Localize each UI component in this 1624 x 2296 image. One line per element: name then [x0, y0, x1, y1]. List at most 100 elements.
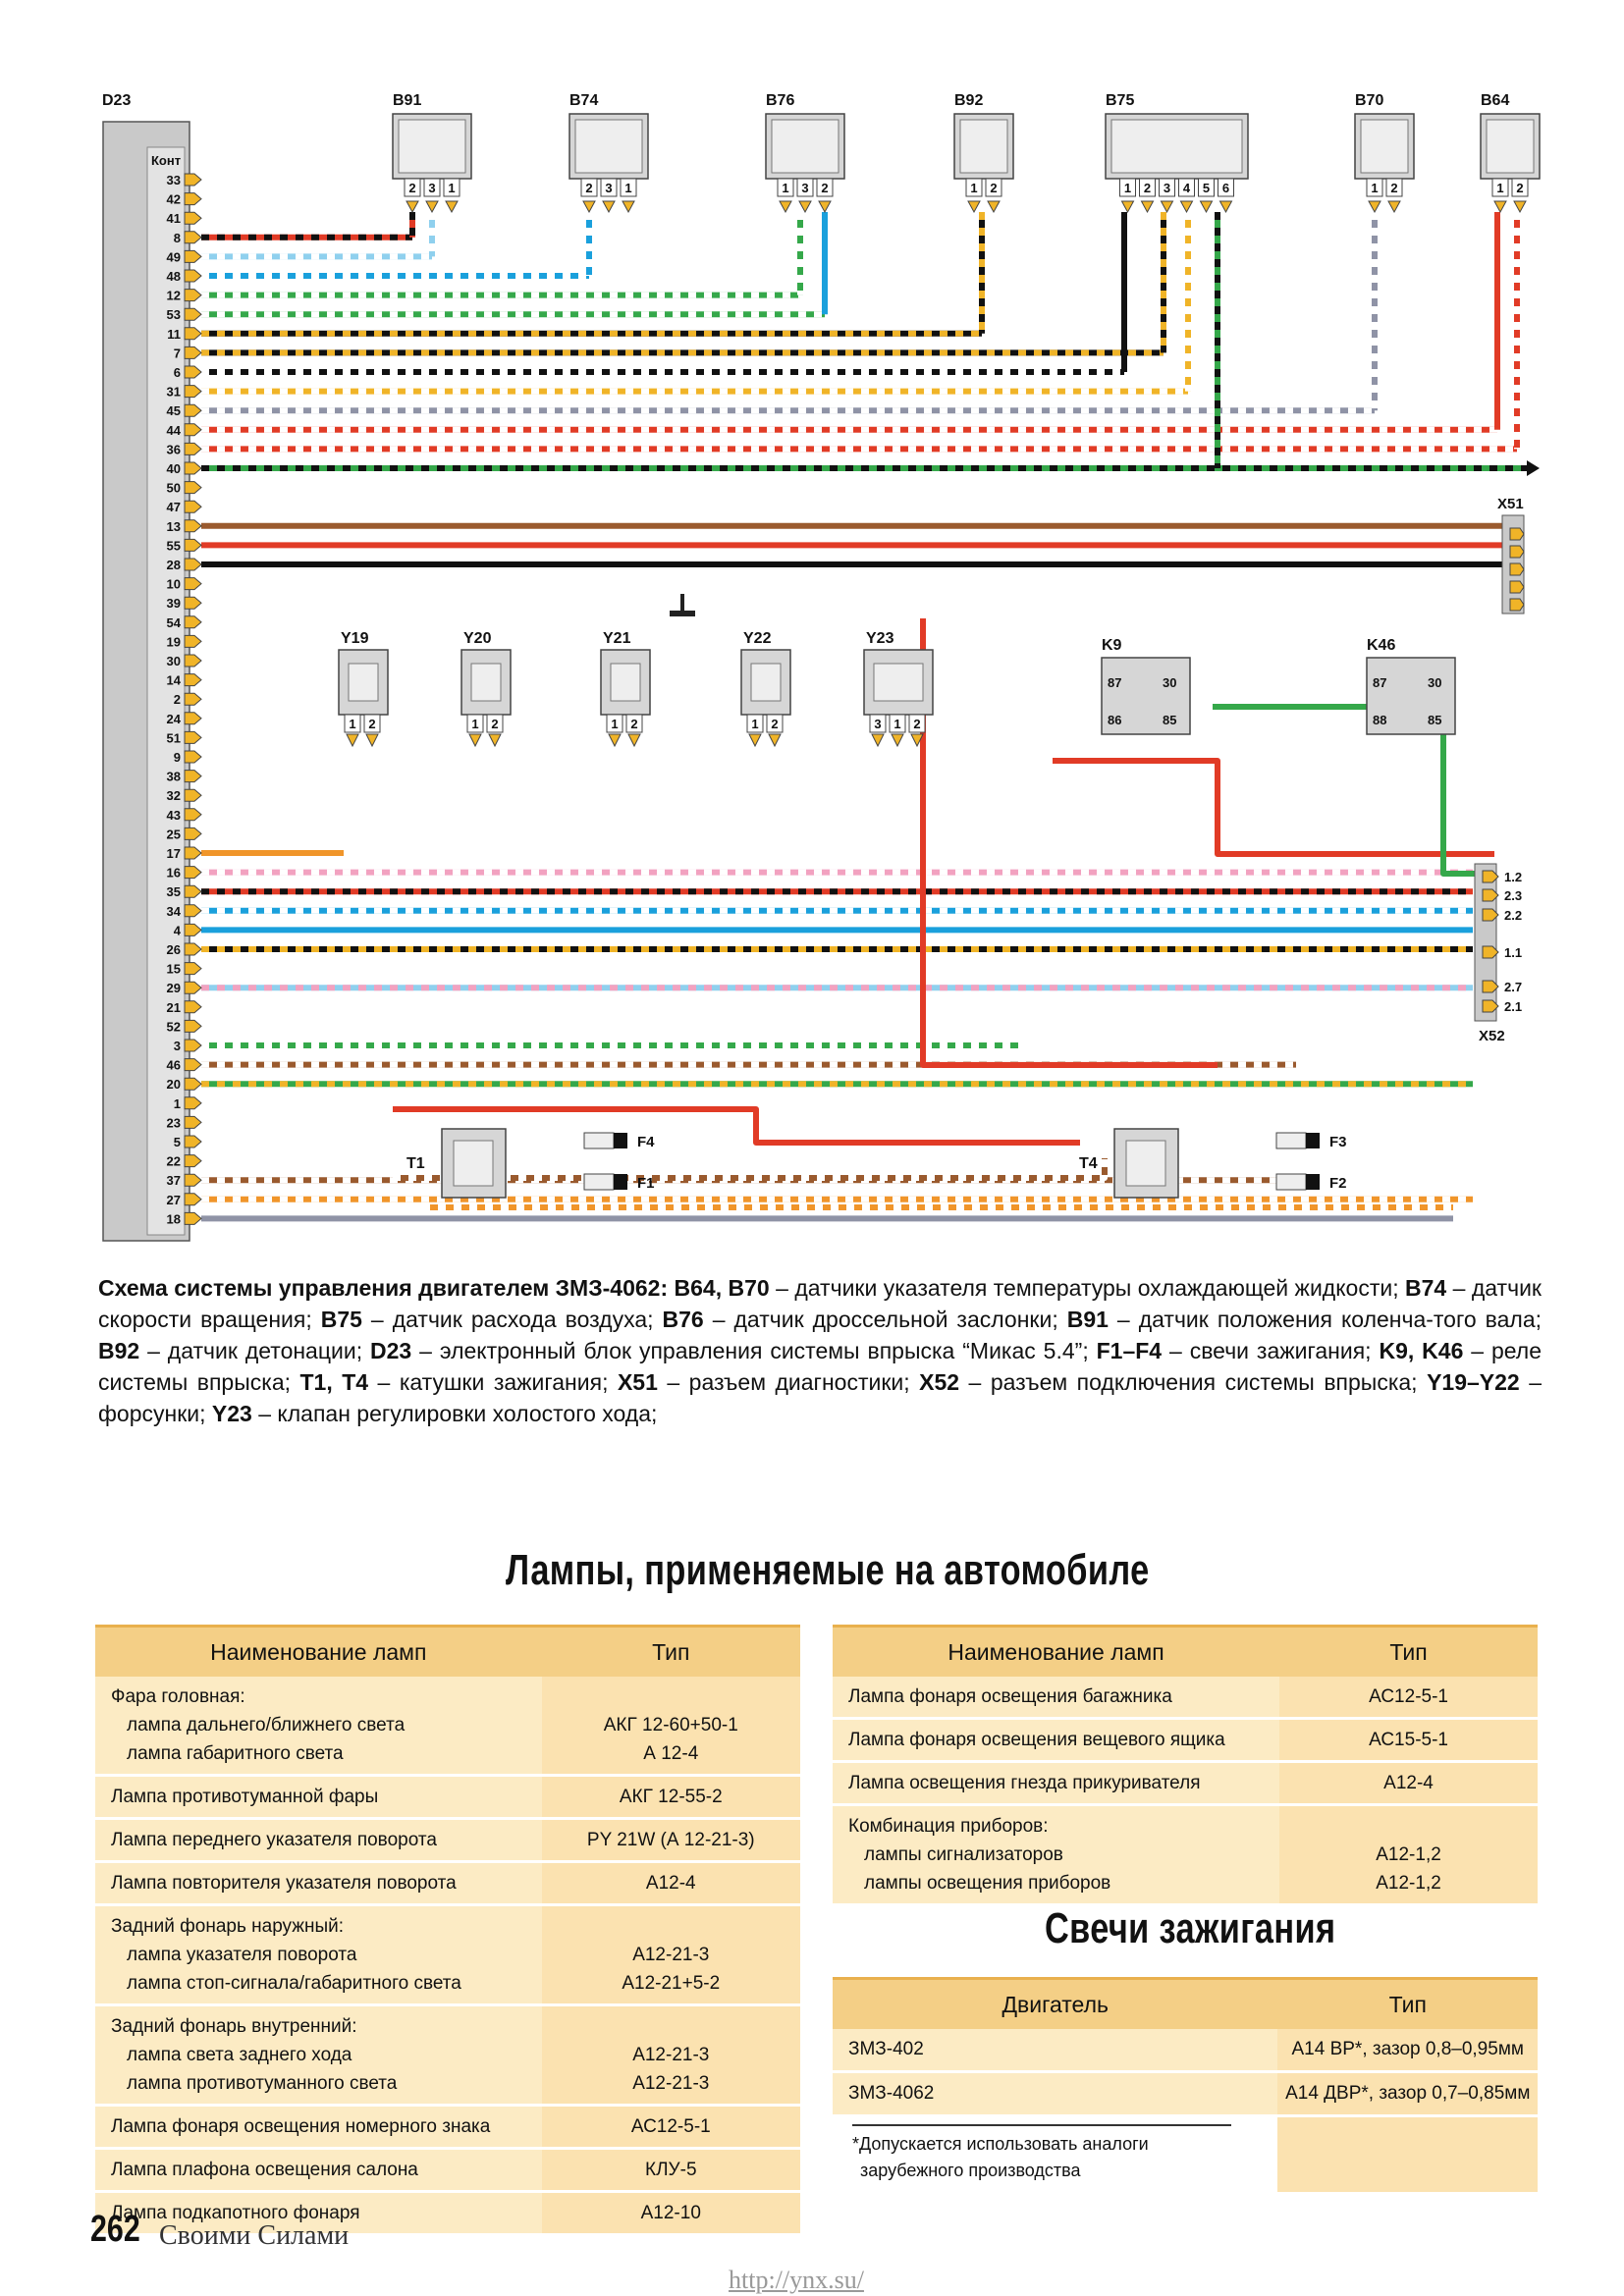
sensor-pin-terminal — [445, 200, 459, 214]
ecu-pin-terminal — [184, 615, 202, 629]
lamp-name-cell: Лампа плафона освещения салона — [95, 2148, 542, 2193]
lamp-type: А12-4 — [645, 1873, 696, 1894]
ecu-pin-label: 19 — [167, 634, 181, 649]
injector-pin-box — [746, 714, 764, 733]
ecu-pin-terminal — [184, 884, 202, 898]
col-name-header: Наименование ламп — [95, 1625, 542, 1677]
sensor-pin-label: 2 — [1144, 181, 1151, 195]
lamp-name: Лампа подкапотного фонаря — [111, 2203, 360, 2223]
lamp-sub-name: лампа габаритного света — [127, 1743, 344, 1764]
kont-label: Конт — [151, 153, 181, 168]
relay-pin-label: 85 — [1163, 713, 1176, 727]
engine-cell: ЗМЗ-402 — [833, 2029, 1278, 2073]
sensor-pin-box — [1511, 178, 1529, 197]
type-cell: А14 ДВР*, зазор 0,7–0,85мм — [1277, 2071, 1538, 2117]
spark-plug-body — [1275, 1132, 1307, 1149]
ecu-pin-label: 14 — [167, 673, 182, 688]
wire — [920, 618, 1218, 1068]
component-layer — [102, 113, 1541, 1242]
spark-plug-label: F3 — [1329, 1134, 1347, 1150]
caption-ref: B75 — [320, 1307, 362, 1332]
lamp-type: А12-21+5-2 — [622, 1973, 721, 1994]
sensor-pin-label: 4 — [1183, 181, 1191, 195]
lamp-name: Лампа переднего указателя поворота — [111, 1830, 437, 1850]
ecu-pin-terminal — [184, 1193, 202, 1206]
table-row: Задний фонарь внутренний:лампа света зад… — [95, 2004, 800, 2107]
caption-desc: – датчик скорости вращения; — [98, 1275, 1542, 1332]
x52-label: X52 — [1479, 1028, 1505, 1044]
ecu-pin-label: 13 — [167, 519, 181, 534]
lamp-name: Задний фонарь внутренний: — [111, 2016, 357, 2037]
lamp-type: АКГ 12-60+50-1 — [603, 1715, 738, 1735]
ecu-pin-terminal — [184, 1154, 202, 1168]
ecu-pin-terminal — [184, 269, 202, 283]
sensor-symbol — [1486, 119, 1535, 174]
x52-pin — [1482, 945, 1499, 959]
x52-pin-label: 2.1 — [1504, 999, 1522, 1014]
sensor-label: B64 — [1481, 92, 1509, 109]
ecu-pin-label: 18 — [167, 1211, 181, 1226]
caption-desc: – клапан регулировки холостого хода; — [251, 1401, 658, 1426]
lamp-type: PY 21W (А 12-21-3) — [586, 1830, 755, 1850]
ecu-pin-label: 30 — [167, 654, 181, 668]
ecu-pin-terminal — [184, 692, 202, 706]
ecu-pin-terminal — [184, 634, 202, 648]
caption-ref: B74 — [1405, 1275, 1447, 1301]
lamp-type: А12-21-3 — [632, 1945, 710, 1965]
caption-desc: – реле системы впрыска; — [98, 1338, 1543, 1395]
sensor-pin-label: 1 — [782, 181, 788, 195]
injector-pin-box — [625, 714, 643, 733]
lamps-table-left: Наименование ламп Тип Фара головная:ламп… — [95, 1625, 800, 2236]
ecu-pin-label: 43 — [167, 808, 181, 823]
spark-plug-label: F1 — [637, 1175, 655, 1192]
caption-desc: – датчик детонации; — [139, 1338, 371, 1363]
injector-coil — [348, 663, 379, 702]
ecu-pin-terminal — [184, 1039, 202, 1052]
sensor-pin-terminal — [967, 200, 981, 214]
relay-pin-label: 87 — [1108, 675, 1121, 690]
lamp-type: А12-1,2 — [1376, 1873, 1441, 1894]
sensor-pin-terminal — [987, 200, 1001, 214]
source-url[interactable]: http://ynx.su/ — [729, 2266, 864, 2294]
lamp-sub-name: лампа противотуманного света — [127, 2073, 398, 2094]
relay-pin-label: 30 — [1428, 675, 1441, 690]
sensor-label: B75 — [1106, 92, 1134, 109]
injector-pin-terminal — [627, 733, 641, 748]
spark-plug-body — [1275, 1173, 1307, 1191]
footnote-rule — [852, 2124, 1231, 2126]
injector-pin-box — [486, 714, 504, 733]
caption-ref: B76 — [662, 1307, 704, 1332]
sensor-pin-terminal — [602, 200, 616, 214]
ecu-pin-label: 20 — [167, 1077, 181, 1092]
ecu-pin-terminal — [184, 788, 202, 802]
lamp-type-cell: А12-4 — [1279, 1761, 1538, 1806]
spark-plug-label: F4 — [637, 1134, 655, 1150]
ecu-pin-terminal — [184, 770, 202, 783]
type-cell: А14 ВР*, зазор 0,8–0,95мм — [1277, 2029, 1538, 2073]
sensor-pin-box — [1218, 178, 1234, 197]
injector-pin-label: 1 — [349, 717, 355, 731]
injector-pin-label: 1 — [893, 717, 900, 731]
sensor-pin-terminal — [1140, 200, 1155, 214]
spark-plug-body — [583, 1132, 615, 1149]
ecu-pin-terminal — [184, 1077, 202, 1091]
ecu-pin-terminal — [184, 654, 202, 667]
injector-label: Y22 — [743, 630, 772, 647]
coil-label: T1 — [406, 1155, 425, 1172]
lamp-sub-name: лампа указателя поворота — [127, 1945, 357, 1965]
lamp-type: АКГ 12-55-2 — [619, 1787, 723, 1807]
injector-pin-terminal — [910, 733, 924, 748]
injector-coil — [873, 663, 924, 702]
plugs-table: Двигатель Тип ЗМЗ-402 А14 ВР*, зазор 0,8… — [833, 1977, 1538, 2195]
relay-pin-label: 85 — [1428, 713, 1441, 727]
sensor-pin-box — [1159, 178, 1175, 197]
lamp-name: Лампа повторителя указателя поворота — [111, 1873, 457, 1894]
sensor-pin-box — [1491, 178, 1509, 197]
injector-pin-terminal — [468, 733, 482, 748]
sensor-label: B91 — [393, 92, 421, 109]
ecu-pin-label: 27 — [167, 1193, 181, 1207]
relay-pin-label: 88 — [1373, 713, 1386, 727]
arrow-head — [1527, 460, 1540, 476]
injector-pin-terminal — [365, 733, 379, 748]
